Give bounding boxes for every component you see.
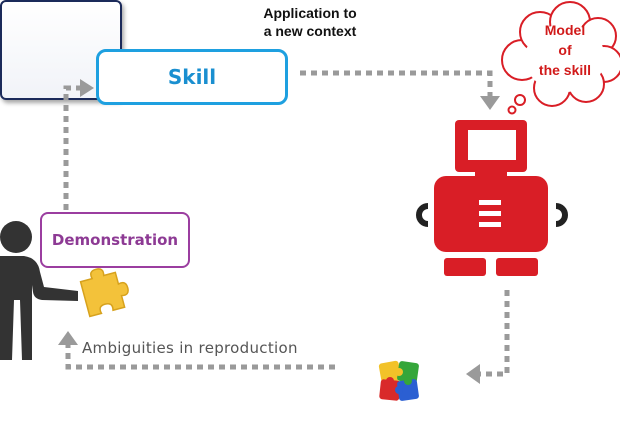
robot-icon [416,120,568,276]
demonstration-label: Demonstration [51,231,179,249]
arrow-application-to-person [65,345,335,370]
person-icon [0,221,78,360]
ambiguities-label: Ambiguities in reproduction [82,339,298,357]
arrow-skill-to-robot [300,70,493,96]
demonstration-box: Demonstration [40,212,190,268]
arrow-robot-to-application [480,290,510,377]
arrow-demo-to-skill [63,85,82,210]
puzzle-piece-icon [79,268,129,318]
arrowhead-person [58,331,78,345]
arrowhead-application [466,364,480,384]
flow-arrows [63,70,510,377]
arrowhead-robot [480,96,500,110]
puzzle-group-icon [378,360,419,401]
application-label: Application to a new context [263,5,357,39]
model-cloud-text: Model of the skill [538,22,592,78]
cloud-fill [525,24,605,92]
arrowhead-skill [80,79,94,97]
arrow-heads [58,79,500,384]
skill-box: Skill [96,49,288,105]
skill-label: Skill [167,65,217,89]
